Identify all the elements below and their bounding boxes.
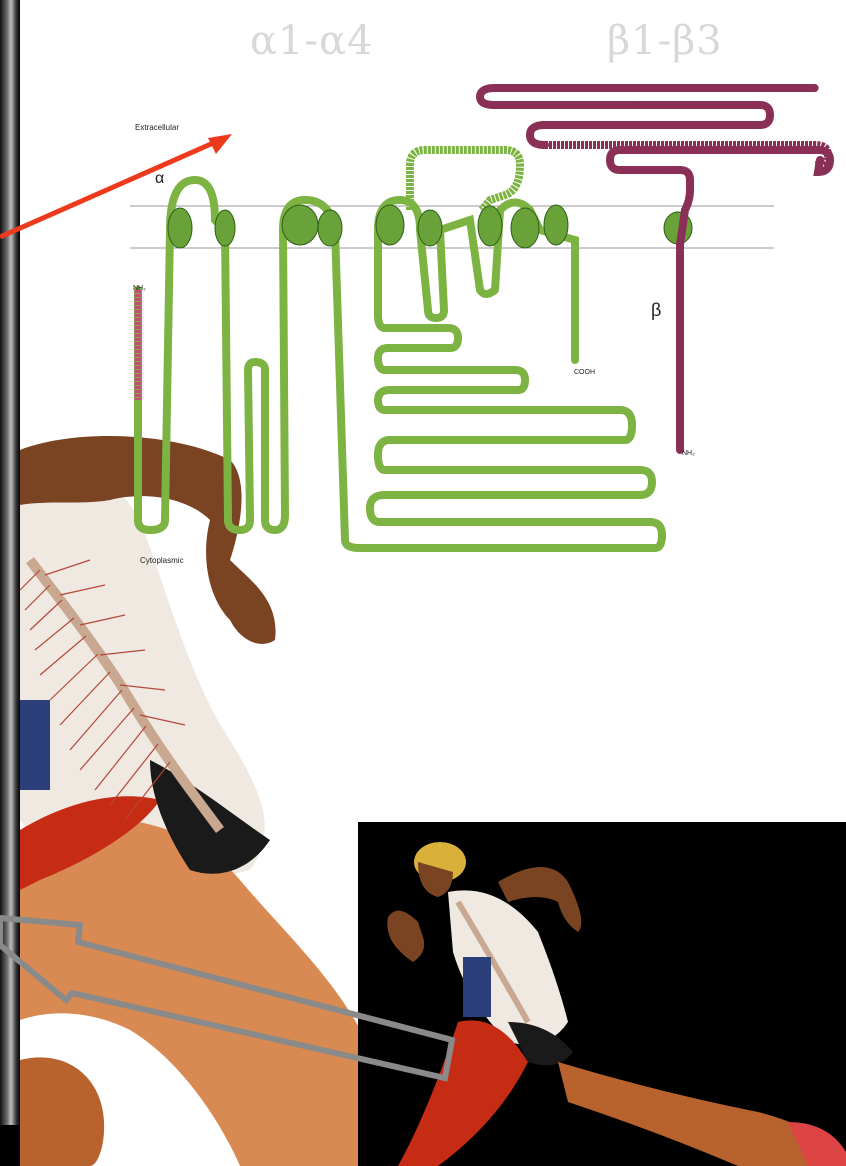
gray-arrow-shape — [0, 918, 452, 1078]
